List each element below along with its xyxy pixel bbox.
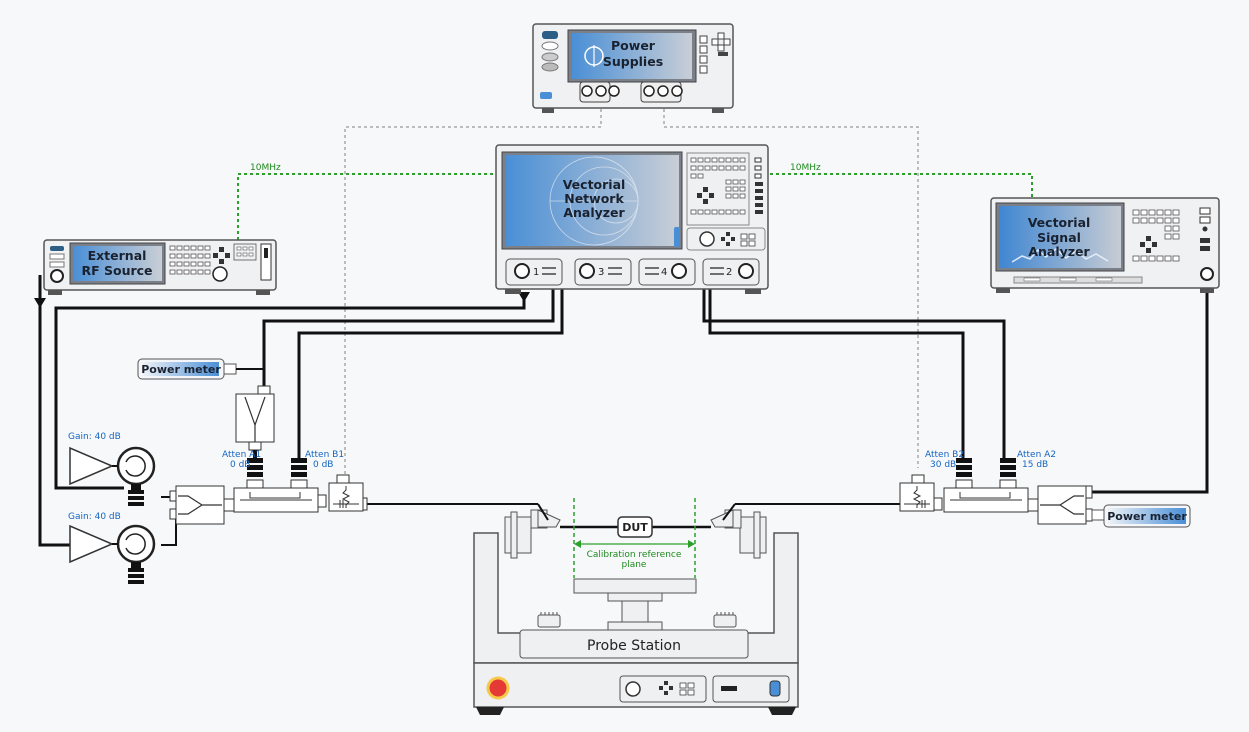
ref-10mhz-left-label: 10MHz xyxy=(250,163,281,173)
rf-source-title-line1: External xyxy=(88,248,147,263)
atten-a2-name: Atten A2 xyxy=(1017,450,1056,460)
amp-upper-gain: Gain: 40 dB xyxy=(68,432,121,442)
atten-a1-name: Atten A1 xyxy=(222,450,261,460)
vna-port4-label: 4 xyxy=(661,267,667,278)
power-supplies-title-line2: Supplies xyxy=(603,54,663,69)
power-supplies-title-line1: Power xyxy=(611,38,656,53)
dut: DUT xyxy=(560,516,711,538)
ref-10mhz-right-label: 10MHz xyxy=(790,163,821,173)
power-supplies-instrument: Power Supplies xyxy=(532,23,734,113)
power-meter-right-label: Power meter xyxy=(1107,510,1187,523)
vna-title-line3: Analyzer xyxy=(563,205,625,220)
calibration-plane-line2: plane xyxy=(622,560,647,570)
vna-title-line2: Network xyxy=(564,191,624,206)
power-splitter-left xyxy=(235,385,275,451)
dut-label: DUT xyxy=(622,521,648,534)
vna-title-line1: Vectorial xyxy=(563,177,626,192)
vna-port3-label: 3 xyxy=(598,267,604,278)
vsa-title-line2: Signal xyxy=(1037,230,1081,245)
amp-lower-gain: Gain: 40 dB xyxy=(68,512,121,522)
atten-b2-name: Atten B2 xyxy=(925,450,964,460)
vna-instrument: Vectorial Network Analyzer xyxy=(495,144,769,294)
bias-tee-left xyxy=(328,474,368,512)
power-combiner-left xyxy=(169,485,235,525)
atten-b1-name: Atten B1 xyxy=(305,450,344,460)
vna-port2-label: 2 xyxy=(726,267,732,278)
calibration-reference-plane: Calibration reference plane xyxy=(573,498,696,578)
vsa-title-line1: Vectorial xyxy=(1028,215,1091,230)
attenuator-a2 xyxy=(1000,458,1016,477)
attenuator-a1 xyxy=(247,450,263,477)
power-splitter-right xyxy=(1037,485,1093,525)
amplifier-upper xyxy=(69,446,156,506)
calibration-plane-line1: Calibration reference xyxy=(587,550,682,560)
attenuator-b2 xyxy=(956,458,972,477)
attenuator-b1 xyxy=(291,458,307,477)
power-supply-wiring xyxy=(344,103,919,475)
arrowhead-icon xyxy=(34,298,46,308)
directional-coupler-left xyxy=(233,479,327,513)
atten-a1-value: 0 dB xyxy=(230,460,250,470)
probe-station: Probe Station xyxy=(473,509,799,715)
directional-coupler-right xyxy=(943,479,1039,513)
power-meter-left-label: Power meter xyxy=(141,363,221,376)
rf-cables xyxy=(38,275,1209,547)
bias-tee-right xyxy=(899,474,943,512)
rf-source-instrument: External RF Source xyxy=(43,239,277,295)
power-meter-right: Power meter xyxy=(1091,504,1191,528)
probe-station-label: Probe Station xyxy=(587,638,681,654)
atten-b1-value: 0 dB xyxy=(313,460,333,470)
reference-10mhz-wiring xyxy=(237,173,1033,240)
vsa-title-line3: Analyzer xyxy=(1028,244,1090,259)
power-meter-left: Power meter xyxy=(137,358,265,388)
rf-source-title-line2: RF Source xyxy=(81,263,152,278)
arrowhead-icon xyxy=(518,292,530,302)
atten-b2-value: 30 dB xyxy=(930,460,956,470)
vna-port1-label: 1 xyxy=(533,267,539,278)
atten-a2-value: 15 dB xyxy=(1022,460,1048,470)
amplifier-lower xyxy=(69,524,156,584)
vsa-instrument: Vectorial Signal Analyzer xyxy=(990,197,1220,293)
